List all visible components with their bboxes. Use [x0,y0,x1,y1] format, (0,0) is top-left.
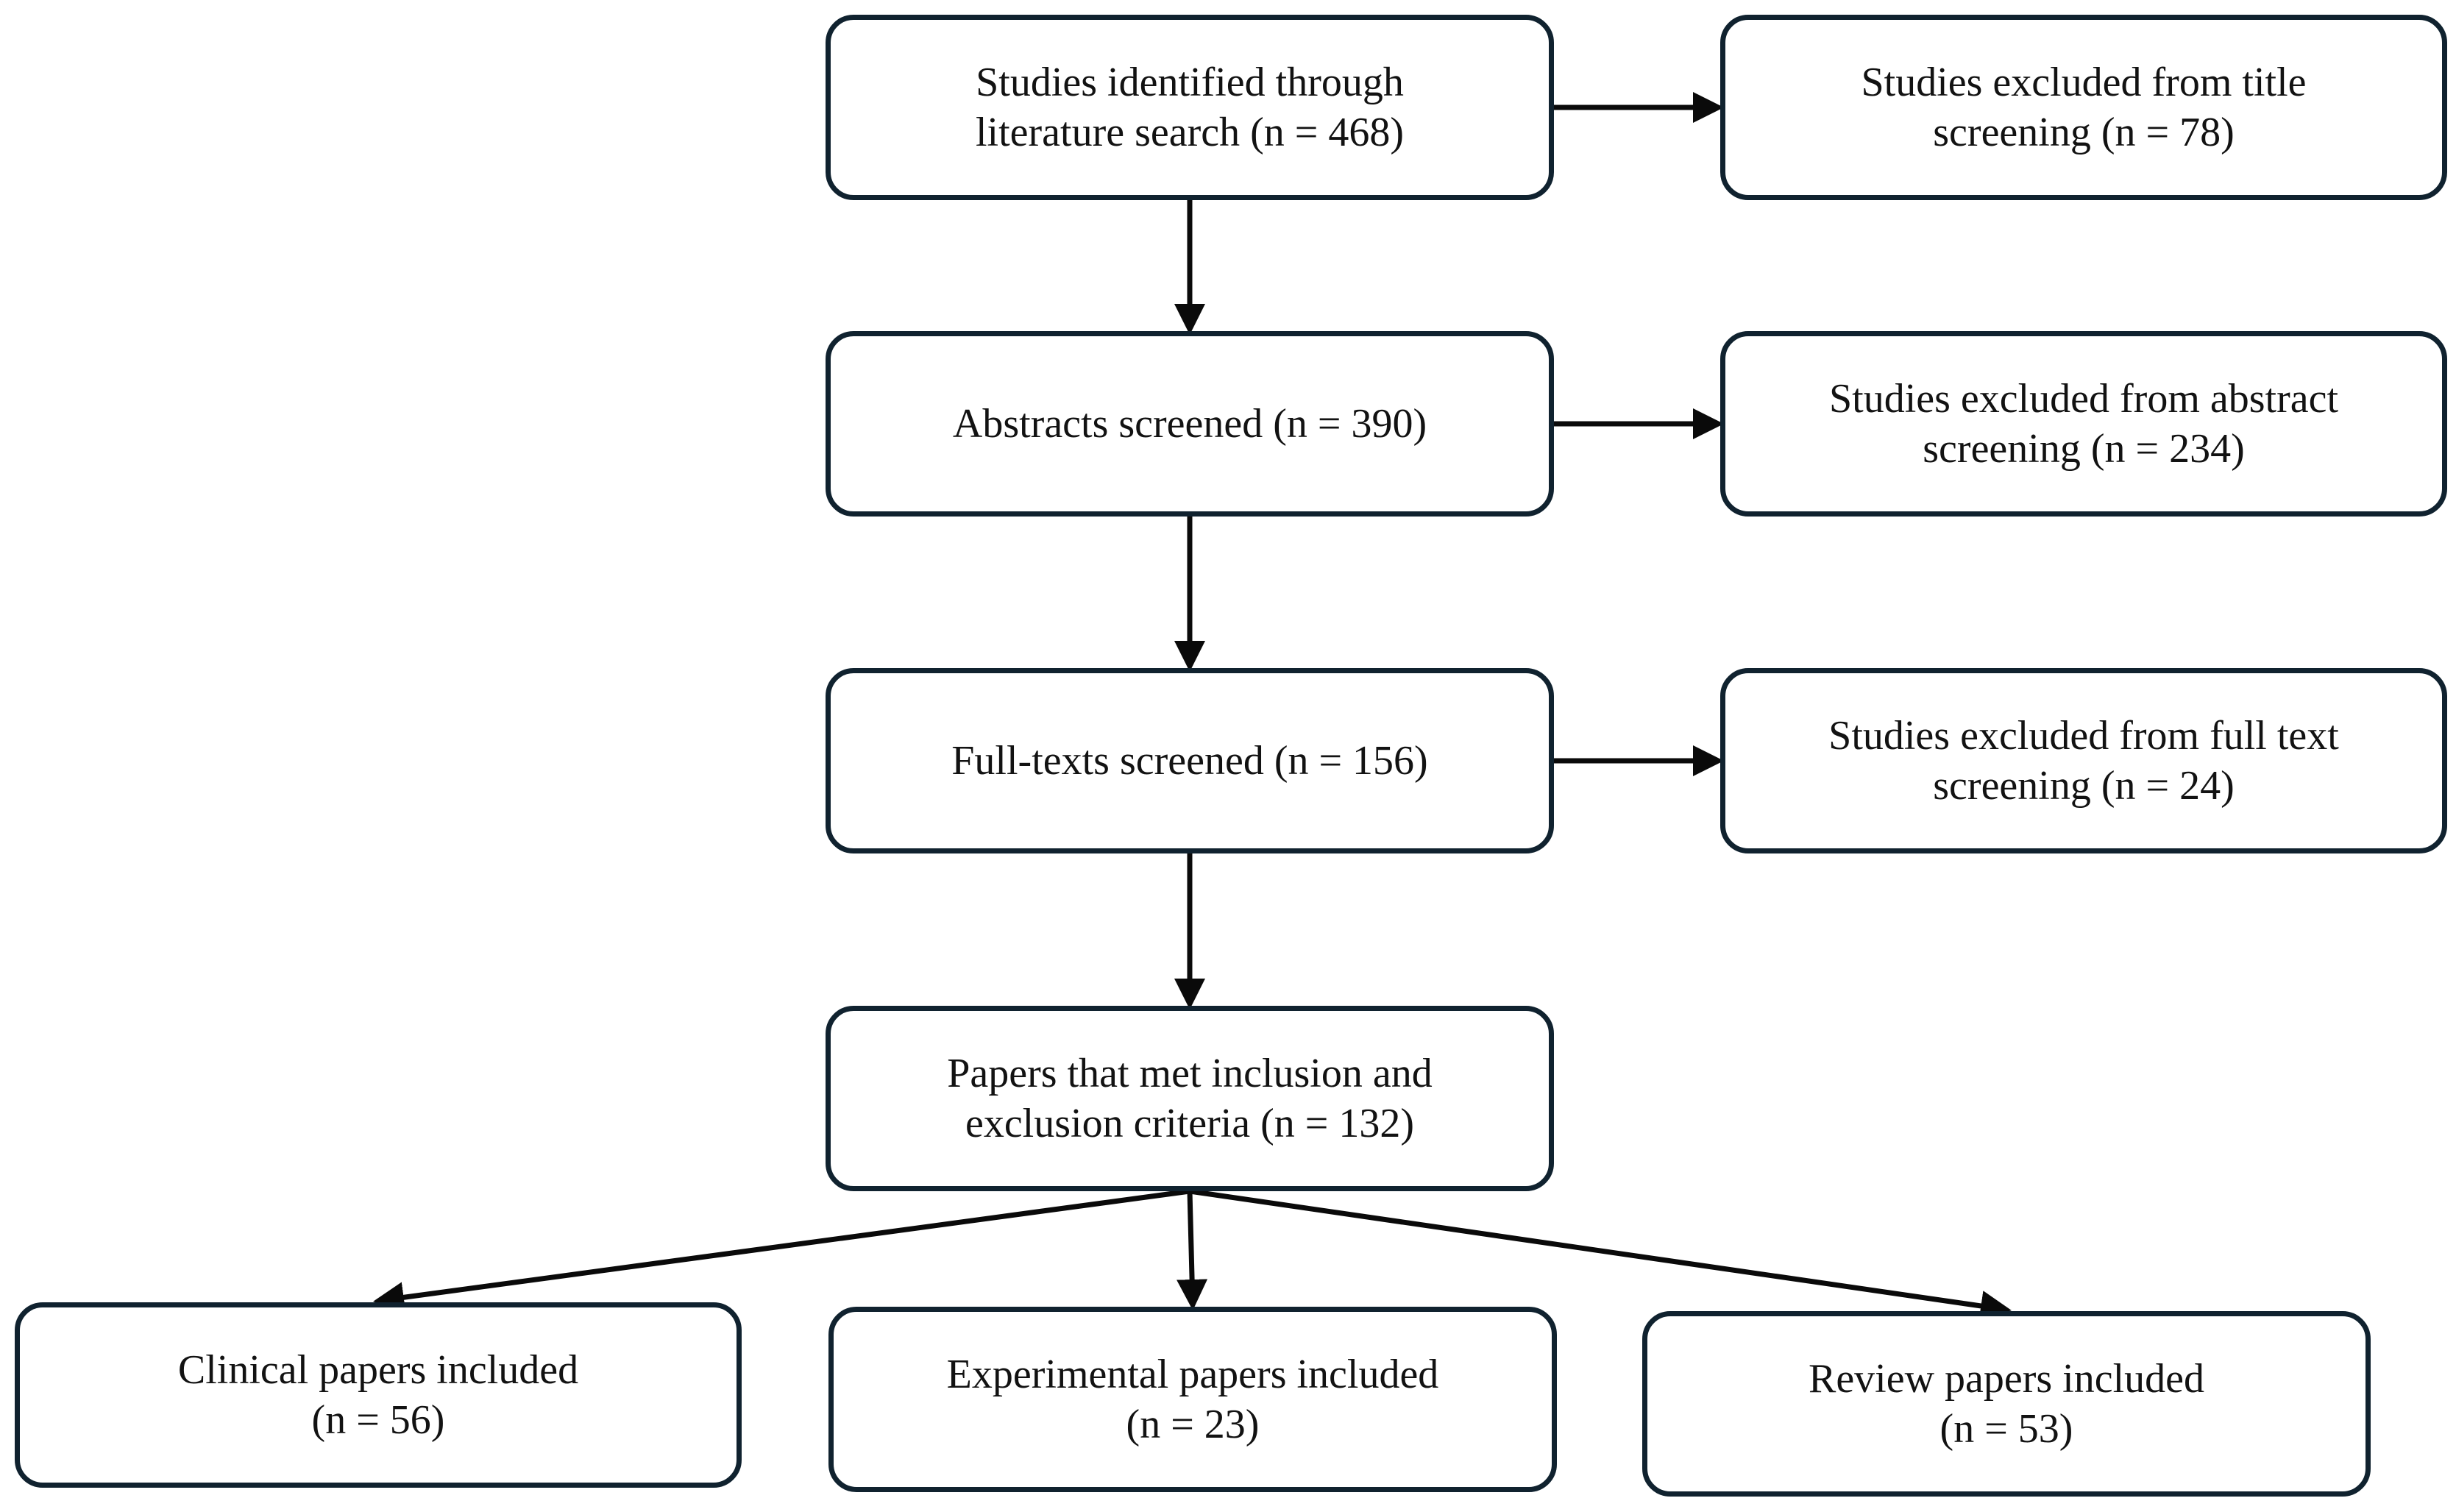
node-excluded-abstract-label: Studies excluded from abstract screening… [1828,376,2338,472]
node-excluded-fulltext: Studies excluded from full text screenin… [1720,668,2447,853]
node-clinical: Clinical papers included (n = 56) [15,1302,742,1488]
node-experimental-label: Experimental papers included (n = 23) [946,1352,1439,1447]
node-met-criteria-label: Papers that met inclusion and exclusion … [947,1051,1433,1146]
arrow-met_criteria-to-clinical [373,1188,1190,1313]
node-review-label: Review papers included (n = 53) [1808,1356,2205,1452]
node-fulltexts: Full-texts screened (n = 156) [826,668,1554,853]
node-identified-label: Studies identified through literature se… [976,60,1404,155]
node-clinical-label: Clinical papers included (n = 56) [177,1347,579,1443]
node-identified: Studies identified through literature se… [826,15,1554,200]
node-fulltexts-label: Full-texts screened (n = 156) [951,738,1428,784]
node-review: Review papers included (n = 53) [1642,1311,2371,1497]
node-excluded-title: Studies excluded from title screening (n… [1720,15,2447,200]
node-abstracts-label: Abstracts screened (n = 390) [952,401,1427,447]
node-excluded-fulltext-label: Studies excluded from full text screenin… [1828,713,2339,809]
node-abstracts: Abstracts screened (n = 390) [826,331,1554,517]
node-excluded-title-label: Studies excluded from title screening (n… [1861,60,2307,155]
arrow-met_criteria-to-experimental [1176,1190,1208,1310]
node-met-criteria: Papers that met inclusion and exclusion … [826,1006,1554,1191]
arrow-met_criteria-to-review [1189,1188,2012,1321]
node-experimental: Experimental papers included (n = 23) [828,1307,1557,1492]
node-excluded-abstract: Studies excluded from abstract screening… [1720,331,2447,517]
